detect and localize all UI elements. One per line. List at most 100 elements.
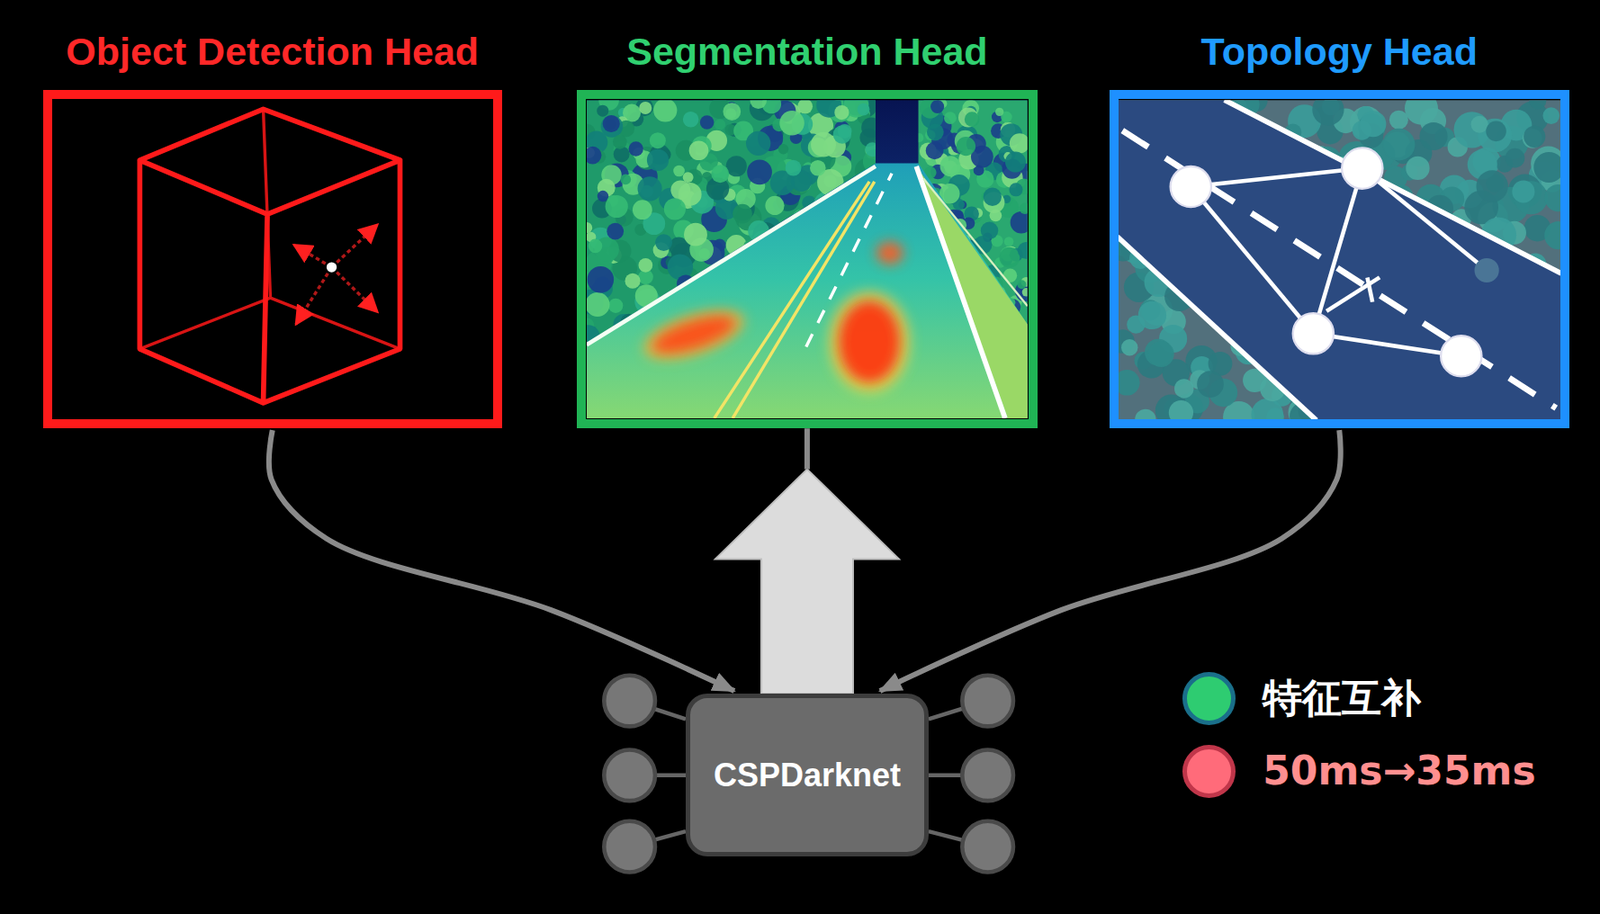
leaf-blob [710, 164, 729, 183]
leaf-blob [964, 111, 980, 127]
cube-edges [139, 108, 400, 404]
leaf-blob [612, 134, 628, 150]
leaf-blob [647, 149, 669, 171]
road-edge-line [916, 166, 1006, 419]
leaf-blob [638, 101, 652, 115]
leaf-blob [632, 199, 653, 220]
leaf-blob [1533, 152, 1562, 183]
fat-arrow [715, 469, 899, 694]
port-circle [603, 821, 656, 873]
leaf-blob [861, 116, 882, 138]
leaf-blob [1312, 99, 1344, 126]
leaf-blob [664, 197, 686, 220]
leaf-blob [670, 179, 691, 200]
leaf-blob [596, 105, 609, 117]
port-circle [961, 749, 1014, 801]
leaf-blob [1420, 122, 1448, 151]
lane-line [1224, 99, 1562, 274]
leaf-blob [779, 110, 805, 136]
offset-arrow [296, 267, 333, 325]
leaf-blob [746, 131, 771, 156]
box-frame [43, 89, 503, 429]
leaf-blob [586, 146, 602, 165]
box-frame [576, 89, 1039, 429]
leaf-blob [778, 143, 789, 154]
leaf-blob [602, 115, 621, 133]
leaf-blob [1485, 121, 1507, 143]
ground [1117, 99, 1562, 421]
port-circle [961, 821, 1014, 873]
leaf-blob [1168, 400, 1194, 421]
backbone-box: CSPDarknet [685, 693, 929, 857]
leaf-blob [1471, 116, 1489, 134]
leaf-blob [655, 233, 673, 252]
leaf-blob [638, 258, 653, 273]
head-title: Object Detection Head [65, 28, 479, 74]
legend-swatch [1182, 745, 1236, 799]
head-title: Segmentation Head [626, 28, 988, 74]
legend-text: 50ms→35ms [1262, 747, 1536, 795]
feature-connector [880, 430, 1341, 692]
offset-arrow [332, 267, 378, 313]
leaf-blob [1117, 369, 1141, 396]
leaf-blob [700, 115, 715, 130]
graph-edge [1312, 168, 1362, 334]
curved-connector [269, 430, 735, 692]
leaf-blob [749, 99, 766, 109]
leaf-blob [586, 222, 593, 234]
leaf-blob [689, 140, 710, 161]
leaf-blob [1019, 203, 1028, 215]
legend-item: 特征互补 [1182, 662, 1536, 736]
legend: 特征互补 50ms→35ms [1182, 662, 1536, 809]
lane-dash [806, 173, 892, 348]
curved-connector [880, 430, 1341, 692]
leaf-blob [785, 160, 802, 177]
offset-arrow [332, 224, 378, 268]
leaf-blob [764, 196, 784, 216]
leaf-blob [608, 298, 623, 314]
leaf-blob [1505, 148, 1526, 169]
leaf-blob [1121, 339, 1138, 356]
graph-edge [1190, 168, 1363, 187]
leaf-blob [1017, 279, 1027, 289]
graph-edge [1366, 277, 1373, 302]
arrow-stem [804, 428, 810, 469]
leaf-blob [1148, 341, 1175, 368]
leaf-blob [1005, 152, 1026, 173]
heat-blob [876, 242, 903, 265]
road-surface [1117, 99, 1562, 421]
feature-connector [269, 430, 735, 692]
graph-node [1170, 166, 1212, 207]
heatmap-illustration [586, 99, 1028, 419]
leaf-blob [857, 103, 871, 117]
graph-edge [1326, 277, 1380, 311]
leaf-blob [625, 273, 641, 289]
legend-swatch [1182, 672, 1236, 726]
detection-head-box: Object Detection Head [43, 89, 503, 429]
leaf-blob [587, 266, 614, 293]
leaf-blob [983, 188, 1002, 207]
port-circle [603, 749, 656, 801]
legend-text: 特征互补 [1262, 674, 1421, 722]
lane-dash [1122, 130, 1556, 408]
leaf-blob [1544, 221, 1562, 250]
center-point [326, 261, 337, 272]
graph-node [1440, 335, 1482, 377]
leaf-blob [834, 105, 849, 120]
leaf-blob [586, 292, 611, 317]
leaf-blob [1174, 378, 1194, 398]
lane-line [1117, 236, 1317, 421]
leaf-blob [940, 155, 962, 177]
head-title: Topology Head [1201, 28, 1478, 74]
topology-head-box: Topology Head [1109, 89, 1570, 429]
heat-blob [838, 301, 900, 384]
verge [916, 166, 1028, 419]
graph-edge [1362, 168, 1487, 270]
leaf-blob [1008, 182, 1023, 197]
leaf-blob [943, 111, 957, 125]
leaf-blob [1196, 370, 1224, 398]
leaf-blob [1542, 107, 1560, 125]
segmentation-head-box: Segmentation Head [576, 89, 1039, 429]
port-circle [603, 675, 656, 728]
leaf-blob [1010, 211, 1028, 234]
